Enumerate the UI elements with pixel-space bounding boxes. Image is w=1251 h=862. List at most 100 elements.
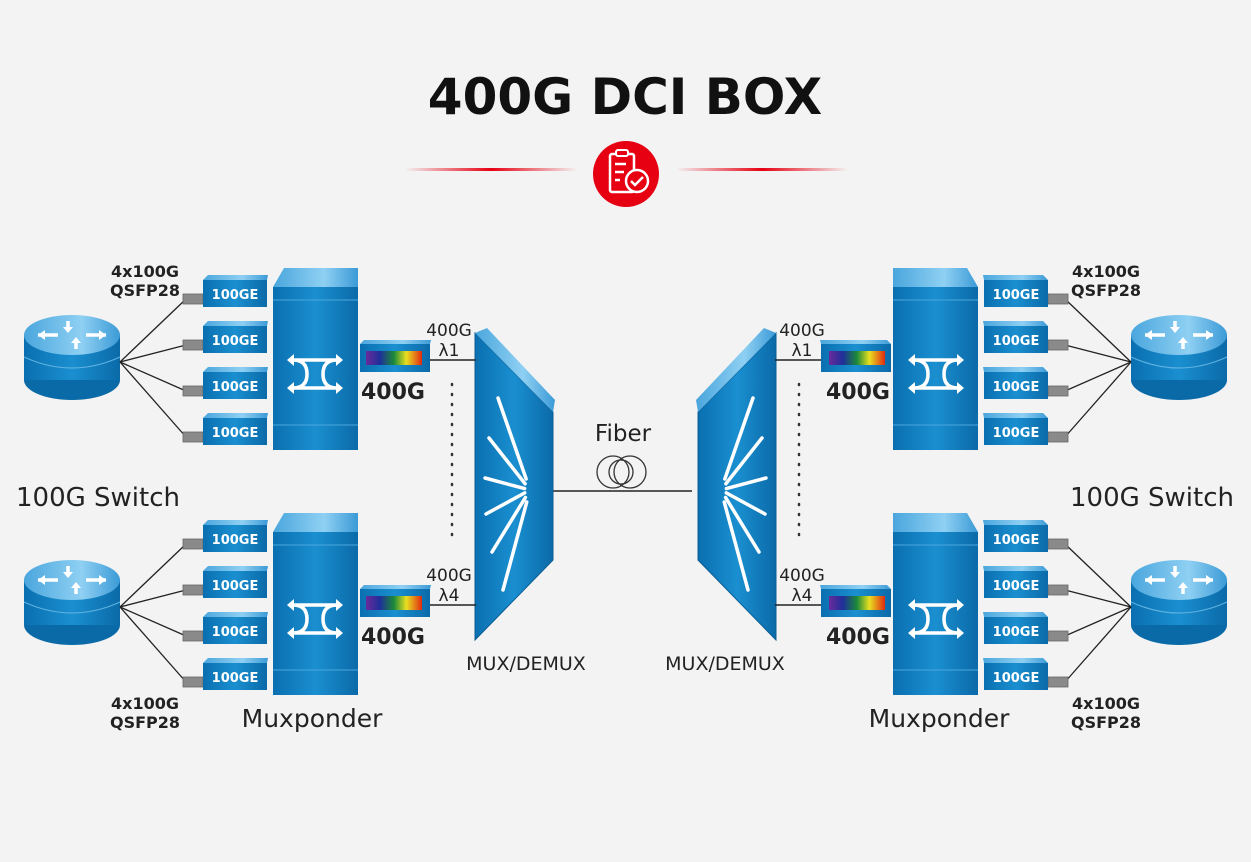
module-label: 100GE: [212, 380, 259, 395]
qsfp28-connector: [182, 431, 204, 443]
transceiver-400g[interactable]: [820, 340, 891, 372]
mux-demux-left: [474, 328, 555, 642]
port-form-label: QSFP28: [110, 713, 180, 732]
patch-cable: [1064, 361, 1132, 438]
mux-ray: [723, 495, 761, 554]
title-divider-right: [676, 168, 848, 171]
port-form-label: QSFP28: [1071, 713, 1141, 732]
mux-ray: [722, 500, 750, 592]
module-100ge[interactable]: 100GE: [203, 612, 268, 644]
switch-label: 100G Switch: [1070, 483, 1234, 513]
wavelength-rate-label: 400G: [426, 566, 472, 586]
wavelength-rate-label: 400G: [779, 321, 825, 341]
module-label: 100GE: [212, 671, 259, 686]
module-label: 100GE: [212, 533, 259, 548]
qsfp28-connector: [1047, 293, 1069, 305]
port-form-label: QSFP28: [110, 281, 180, 300]
fiber-coil-icon: [596, 455, 647, 489]
port-type-label: 4x100G: [1072, 694, 1140, 713]
channel-left-1: 100GE100GE100GE100GE400G400Gλ14x100GQSFP…: [23, 262, 476, 450]
line-rate-label: 400G: [361, 625, 425, 650]
mux-ray: [724, 436, 764, 486]
module-100ge[interactable]: 100GE: [203, 367, 268, 399]
port-form-label: QSFP28: [1071, 281, 1141, 300]
patch-cable: [119, 361, 187, 392]
muxponder-device[interactable]: [273, 268, 358, 450]
muxponder-device[interactable]: [273, 513, 358, 695]
mux-ray: [490, 495, 528, 554]
qsfp28-connector: [182, 293, 204, 305]
wavelength-spectrum: [829, 351, 885, 365]
fiber-link: Fiber: [553, 421, 692, 492]
mux-ray: [487, 436, 527, 486]
patch-cable: [119, 543, 187, 608]
qsfp28-connector: [182, 339, 204, 351]
module-100ge[interactable]: 100GE: [983, 413, 1048, 445]
transceiver-400g[interactable]: [820, 585, 891, 617]
qsfp28-connector: [182, 538, 204, 550]
switch-router-icon: [23, 315, 121, 400]
module-100ge[interactable]: 100GE: [203, 566, 268, 598]
module-label: 100GE: [993, 334, 1040, 349]
module-100ge[interactable]: 100GE: [983, 520, 1048, 552]
patch-cable: [119, 606, 187, 637]
module-label: 100GE: [212, 625, 259, 640]
module-100ge[interactable]: 100GE: [203, 275, 268, 307]
cross-connect-icon: [908, 599, 964, 639]
module-100ge[interactable]: 100GE: [983, 612, 1048, 644]
line-rate-label: 400G: [826, 625, 890, 650]
patch-cable: [1064, 589, 1132, 608]
channel-left-2: 100GE100GE100GE100GE400G400Gλ44x100GQSFP…: [23, 513, 476, 732]
wavelength-rate-label: 400G: [779, 566, 825, 586]
module-label: 100GE: [212, 334, 259, 349]
mux-ray: [484, 491, 527, 516]
qsfp28-connector: [1047, 431, 1069, 443]
mux-ray: [496, 396, 528, 481]
transceiver-400g[interactable]: [360, 585, 431, 617]
module-100ge[interactable]: 100GE: [983, 658, 1048, 690]
qsfp28-connector: [1047, 584, 1069, 596]
module-100ge[interactable]: 100GE: [203, 658, 268, 690]
qsfp28-connector: [1047, 385, 1069, 397]
mux-ray: [724, 476, 768, 491]
fiber-label: Fiber: [595, 421, 652, 447]
module-100ge[interactable]: 100GE: [203, 413, 268, 445]
module-100ge[interactable]: 100GE: [983, 367, 1048, 399]
qsfp28-connector: [182, 630, 204, 642]
module-label: 100GE: [993, 380, 1040, 395]
mux-ray: [724, 491, 767, 516]
module-100ge[interactable]: 100GE: [983, 275, 1048, 307]
switch-router-icon: [23, 560, 121, 645]
module-100ge[interactable]: 100GE: [203, 520, 268, 552]
module-label: 100GE: [993, 426, 1040, 441]
module-label: 100GE: [993, 671, 1040, 686]
module-label: 100GE: [993, 533, 1040, 548]
muxponder-device[interactable]: [893, 513, 978, 695]
title-divider-left: [405, 168, 577, 171]
module-label: 100GE: [993, 288, 1040, 303]
wavelength-spectrum: [366, 351, 422, 365]
patch-cable: [1064, 606, 1132, 637]
patch-cable: [1064, 543, 1132, 608]
qsfp28-connector: [1047, 339, 1069, 351]
module-label: 100GE: [212, 579, 259, 594]
mux-demux-right: [696, 328, 777, 642]
patch-cable: [119, 344, 187, 363]
port-type-label: 4x100G: [1072, 262, 1140, 281]
muxponder-device[interactable]: [893, 268, 978, 450]
cross-connect-icon: [287, 354, 343, 394]
patch-cable: [1064, 361, 1132, 392]
module-100ge[interactable]: 100GE: [983, 566, 1048, 598]
line-rate-label: 400G: [826, 380, 890, 405]
mux-ray: [723, 396, 755, 481]
module-100ge[interactable]: 100GE: [203, 321, 268, 353]
line-rate-label: 400G: [361, 380, 425, 405]
switch-router-icon: [1130, 315, 1228, 400]
qsfp28-connector: [1047, 538, 1069, 550]
module-100ge[interactable]: 100GE: [983, 321, 1048, 353]
transceiver-400g[interactable]: [360, 340, 431, 372]
qsfp28-connector: [182, 676, 204, 688]
